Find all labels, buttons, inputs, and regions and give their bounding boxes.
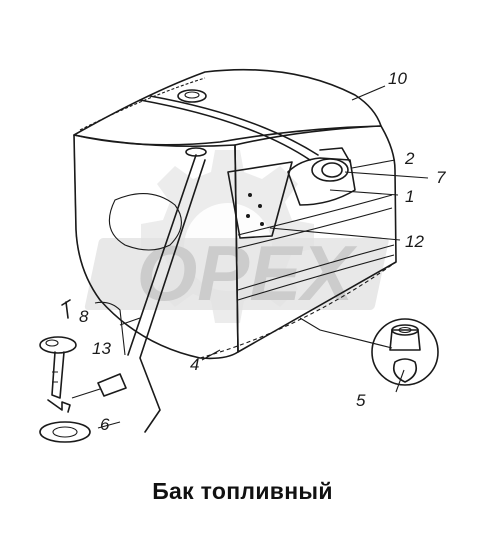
watermark-text: OPEX [137, 229, 358, 317]
callout-12: 12 [405, 232, 424, 251]
callout-7: 7 [436, 168, 446, 187]
tank-stripe-upper2 [237, 207, 393, 249]
callouts: 10 2 7 1 12 8 13 4 5 6 [79, 69, 446, 434]
tank-stripe-upper [237, 194, 393, 236]
tank-top-hatch [79, 77, 206, 131]
sensor-plate [227, 161, 293, 239]
diagram-caption: Бак топливный [152, 478, 333, 504]
watermark-logo: OPEX [84, 150, 389, 323]
detail-circle [371, 318, 439, 386]
callout-10: 10 [388, 69, 407, 88]
tank-stripe-lower2 [237, 254, 395, 301]
callout-4: 4 [190, 355, 199, 374]
tank-front-cutout [108, 193, 182, 251]
callout-8: 8 [79, 307, 89, 326]
gasket-ring [39, 421, 91, 443]
part-8 [61, 299, 71, 319]
tank-strap [139, 95, 319, 161]
key-assembly [39, 336, 127, 413]
callout-2: 2 [404, 149, 415, 168]
tank-top-face [73, 68, 382, 146]
tank-bottom-hatch [199, 261, 397, 359]
callout-1: 1 [405, 187, 414, 206]
filler-neck [287, 147, 356, 206]
callout-6: 6 [100, 415, 110, 434]
tank-stripe-lower [237, 244, 395, 291]
callout-13: 13 [92, 339, 111, 358]
fuel-tank [73, 68, 397, 360]
callout-5: 5 [356, 391, 366, 410]
leader-lines [94, 85, 429, 433]
tank-left-edge [73, 134, 101, 301]
tank-side-face [234, 125, 397, 353]
